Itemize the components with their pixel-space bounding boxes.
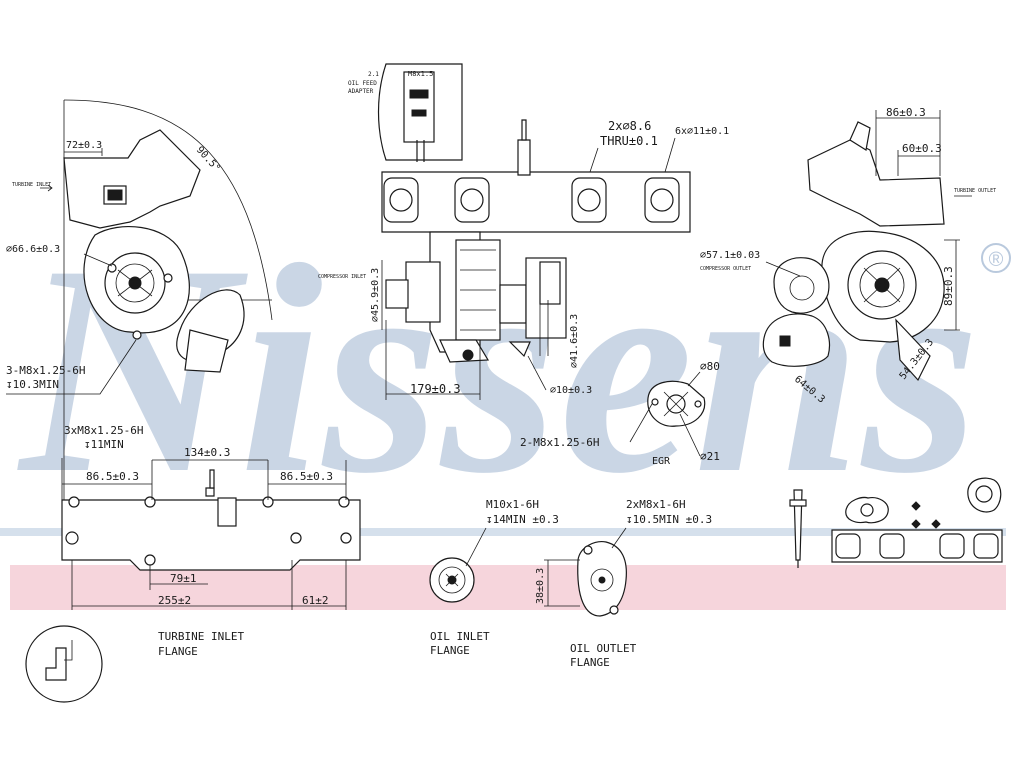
- dim-10-5min: ↧10.5MIN ±0.3: [626, 513, 712, 526]
- dim-179: 179±0.3: [410, 382, 461, 396]
- turbine-flange-title-1: TURBINE INLET: [158, 630, 244, 643]
- label-oil-feed: OIL FEED: [348, 80, 377, 87]
- registered-mark-circle: [981, 243, 1011, 273]
- dim-d57: ⌀57.1±0.03: [700, 250, 760, 261]
- oil-outlet-title-2: FLANGE: [570, 656, 610, 669]
- dim-d41-6: ⌀41.6±0.3: [569, 314, 580, 368]
- turbine-housing-view: [63, 99, 273, 540]
- label-compressor-inlet: COMPRESSOR INLET: [318, 274, 366, 280]
- dim-d66: ⌀66.6±0.3: [6, 244, 60, 255]
- dim-89: 89±0.3: [942, 266, 955, 306]
- dim-m10: M10x1-6H: [486, 498, 539, 511]
- label-turbine-inlet-left: TURBINE INLET: [12, 182, 51, 188]
- dim-2x-d8-6: 2x⌀8.6: [608, 119, 651, 133]
- dim-61: 61±2: [302, 594, 329, 607]
- dim-2-m8: 2-M8x1.25-6H: [520, 436, 599, 449]
- dim-11min: ↧11MIN: [84, 438, 124, 451]
- label-2-1: 2.1: [368, 71, 379, 78]
- gasket-kit: [789, 477, 1003, 568]
- detail-circle: [25, 625, 103, 703]
- dim-86: 86±0.3: [886, 106, 926, 119]
- dim-86-5-right: 86.5±0.3: [280, 470, 333, 483]
- dim-38: 38±0.3: [535, 568, 546, 604]
- dim-255: 255±2: [158, 594, 191, 607]
- label-adapter: ADAPTER: [348, 88, 374, 95]
- dim-3-m8: 3-M8x1.25-6H: [6, 364, 85, 377]
- dim-60: 60±0.3: [902, 142, 942, 155]
- dim-thru: THRU±0.1: [600, 134, 658, 148]
- turbo-side-view: [377, 63, 691, 400]
- dim-14min: ↧14MIN ±0.3: [486, 513, 559, 526]
- oil-outlet-flange: [544, 527, 627, 617]
- turbine-flange-title-2: FLANGE: [158, 645, 198, 658]
- dim-72: 72±0.3: [66, 140, 102, 151]
- dim-2xm8: 2xM8x1-6H: [626, 498, 686, 511]
- dim-d45-9: ⌀45.9±0.3: [370, 268, 381, 322]
- label-turbine-outlet: TURBINE OUTLET: [954, 188, 996, 194]
- registered-mark: ®: [989, 249, 1004, 271]
- dim-10-3min: ↧10.3MIN: [6, 378, 59, 391]
- label-compressor-outlet: COMPRESSOR OUTLET: [700, 266, 751, 272]
- dim-d21: ⌀21: [700, 450, 720, 463]
- watermark-band-blue: [0, 528, 1006, 536]
- turbine-inlet-flange: [61, 458, 361, 610]
- dim-d10: ⌀10±0.3: [550, 385, 592, 396]
- oil-inlet-flange: [429, 527, 487, 603]
- dim-86-5-left: 86.5±0.3: [86, 470, 139, 483]
- dim-m8x1-5: M8x1.5: [408, 70, 433, 78]
- dim-6x-d11: 6x⌀11±0.1: [675, 126, 729, 137]
- dim-d80: ⌀80: [700, 360, 720, 373]
- oil-inlet-title-1: OIL INLET: [430, 630, 490, 643]
- oil-outlet-title-1: OIL OUTLET: [570, 642, 637, 655]
- dim-79: 79±1: [170, 572, 197, 585]
- watermark-band-pink: [10, 565, 1006, 610]
- turbo-rear-view: [762, 110, 960, 382]
- oil-inlet-title-2: FLANGE: [430, 644, 470, 657]
- label-egr: EGR: [652, 456, 671, 467]
- dim-3x-m8: 3xM8x1.25-6H: [64, 424, 143, 437]
- dim-134: 134±0.3: [184, 446, 230, 459]
- egr-flange: [647, 380, 706, 427]
